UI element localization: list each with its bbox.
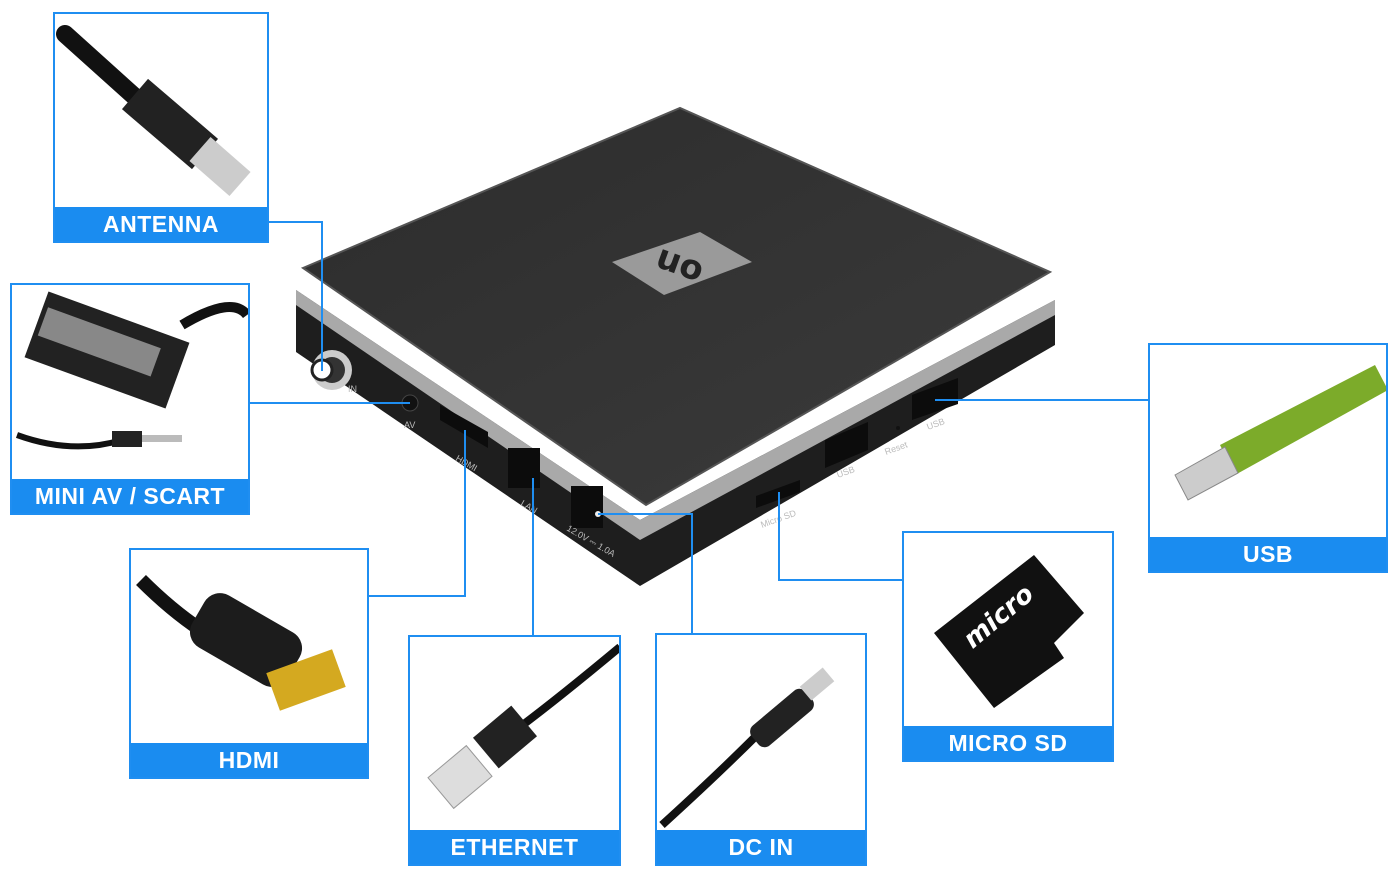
- ethernet-connector-line: [532, 478, 534, 635]
- svg-text:AV: AV: [404, 420, 415, 430]
- callout-dc-in: DC IN: [655, 633, 867, 866]
- callout-micro-sd: micro MICRO SD: [902, 531, 1114, 762]
- port-antenna: [310, 350, 352, 390]
- dc-connector-line: [691, 514, 693, 634]
- port-hdmi: [440, 405, 488, 448]
- callout-hdmi: HDMI: [129, 548, 369, 779]
- antenna-connector-line: [268, 221, 323, 223]
- reset-pinhole[interactable]: [896, 426, 900, 430]
- port-lan: [508, 448, 540, 488]
- hdmi-connector-line: [464, 430, 466, 597]
- dc-plug-icon: [659, 667, 835, 828]
- usb-connector-line: [935, 399, 1148, 401]
- hdmi-connector-line: [368, 595, 466, 597]
- dc-connector-line: [598, 513, 693, 515]
- microsd-card-icon: micro: [934, 555, 1084, 708]
- microsd-connector-line: [778, 492, 780, 581]
- antenna-plug-icon: [56, 25, 251, 197]
- antenna-connector-line: [321, 221, 323, 371]
- av-connector-line: [249, 402, 410, 404]
- callout-label: ANTENNA: [55, 207, 267, 241]
- callout-label: USB: [1150, 537, 1386, 571]
- port-usb-1: [825, 422, 868, 468]
- callout-label: MINI AV / SCART: [12, 479, 248, 513]
- usb-stick-icon: [1174, 365, 1386, 501]
- callout-mini-av-scart: MINI AV / SCART: [10, 283, 250, 515]
- callout-label: ETHERNET: [410, 830, 619, 864]
- callout-usb: USB: [1148, 343, 1388, 573]
- callout-label: MICRO SD: [904, 726, 1112, 760]
- svg-text:IN: IN: [348, 384, 357, 394]
- hdmi-cable-icon: [136, 575, 346, 711]
- callout-label: DC IN: [657, 830, 865, 864]
- microsd-connector-line: [778, 579, 902, 581]
- logo: on: [612, 232, 752, 295]
- scart-cable-icon: [15, 291, 248, 450]
- callout-label: HDMI: [131, 743, 367, 777]
- callout-antenna: ANTENNA: [53, 12, 269, 243]
- callout-ethernet: ETHERNET: [408, 635, 621, 866]
- port-dc: [571, 486, 603, 528]
- ethernet-cable-icon: [427, 643, 619, 810]
